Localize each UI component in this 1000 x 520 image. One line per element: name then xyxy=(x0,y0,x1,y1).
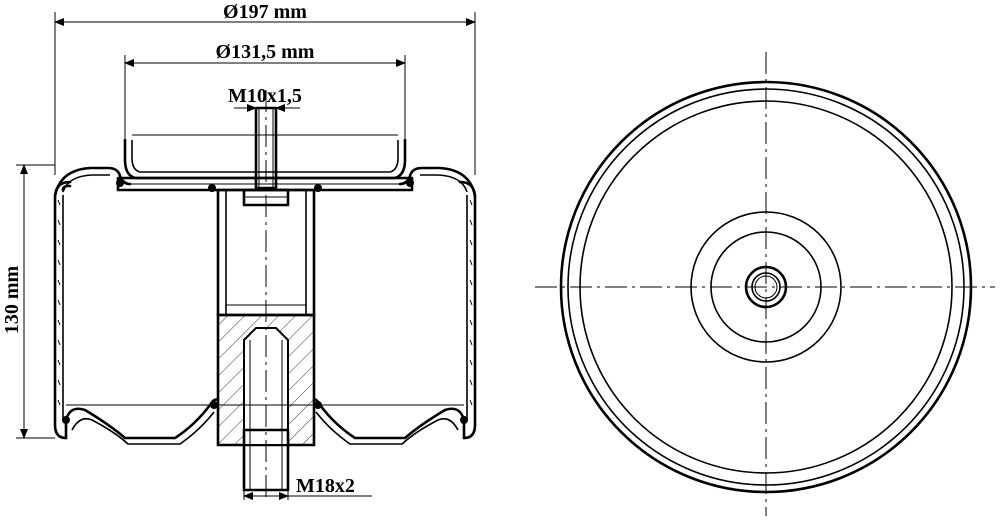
bottom-piston xyxy=(62,398,468,445)
side-section-view xyxy=(53,90,477,500)
top-thread-label: M10x1,5 xyxy=(228,85,302,107)
right-bellows-wall xyxy=(458,180,477,440)
bottom-thread-label: M18x2 xyxy=(296,475,355,497)
dimension-height: 130 mm xyxy=(1,164,55,439)
top-bellows-roll xyxy=(53,166,477,198)
dimension-top-thread: M10x1,5 xyxy=(228,85,302,112)
height-label: 130 mm xyxy=(1,266,23,335)
dimension-top-plate-diameter: Ø131,5 mm xyxy=(124,41,406,140)
outer-diameter-label: Ø197 mm xyxy=(223,1,307,23)
left-bellows-wall xyxy=(53,180,72,440)
top-stud xyxy=(242,106,290,207)
top-plate xyxy=(116,134,414,192)
top-plan-view xyxy=(535,52,995,516)
top-plate-diameter-label: Ø131,5 mm xyxy=(216,41,315,63)
dimension-bottom-thread: M18x2 xyxy=(243,475,372,500)
dimension-outer-diameter: Ø197 mm xyxy=(54,1,476,175)
